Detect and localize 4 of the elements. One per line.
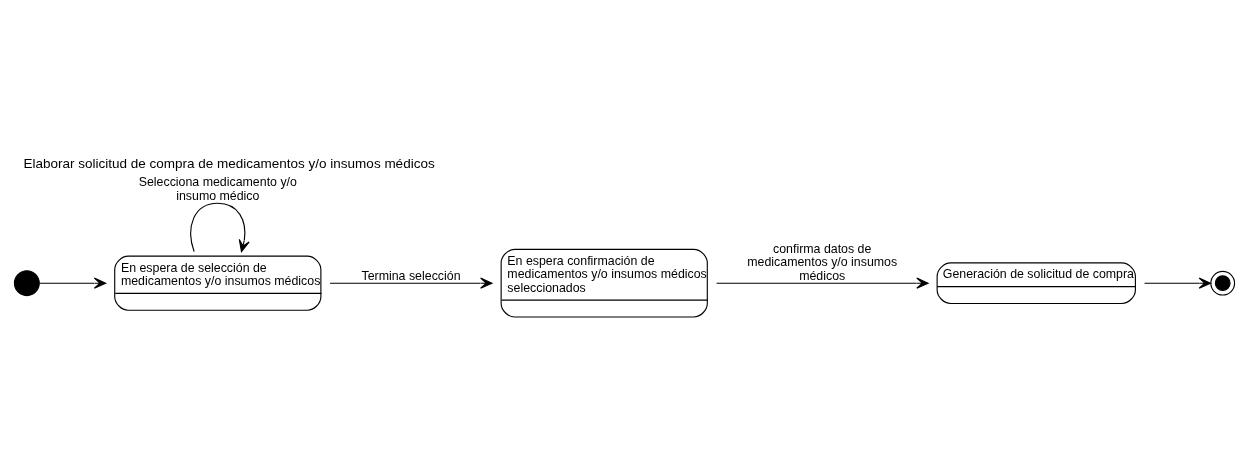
diagram-title: Elaborar solicitud de compra de medicamentos y/o insumos médicos (23, 155, 435, 171)
edge-label: confirma datos de medicamentos y/o insumos médicos (747, 241, 898, 283)
edge-label: Selecciona medicamento y/o insumo médico (138, 175, 297, 203)
edge-label: Termina selección (361, 268, 461, 283)
